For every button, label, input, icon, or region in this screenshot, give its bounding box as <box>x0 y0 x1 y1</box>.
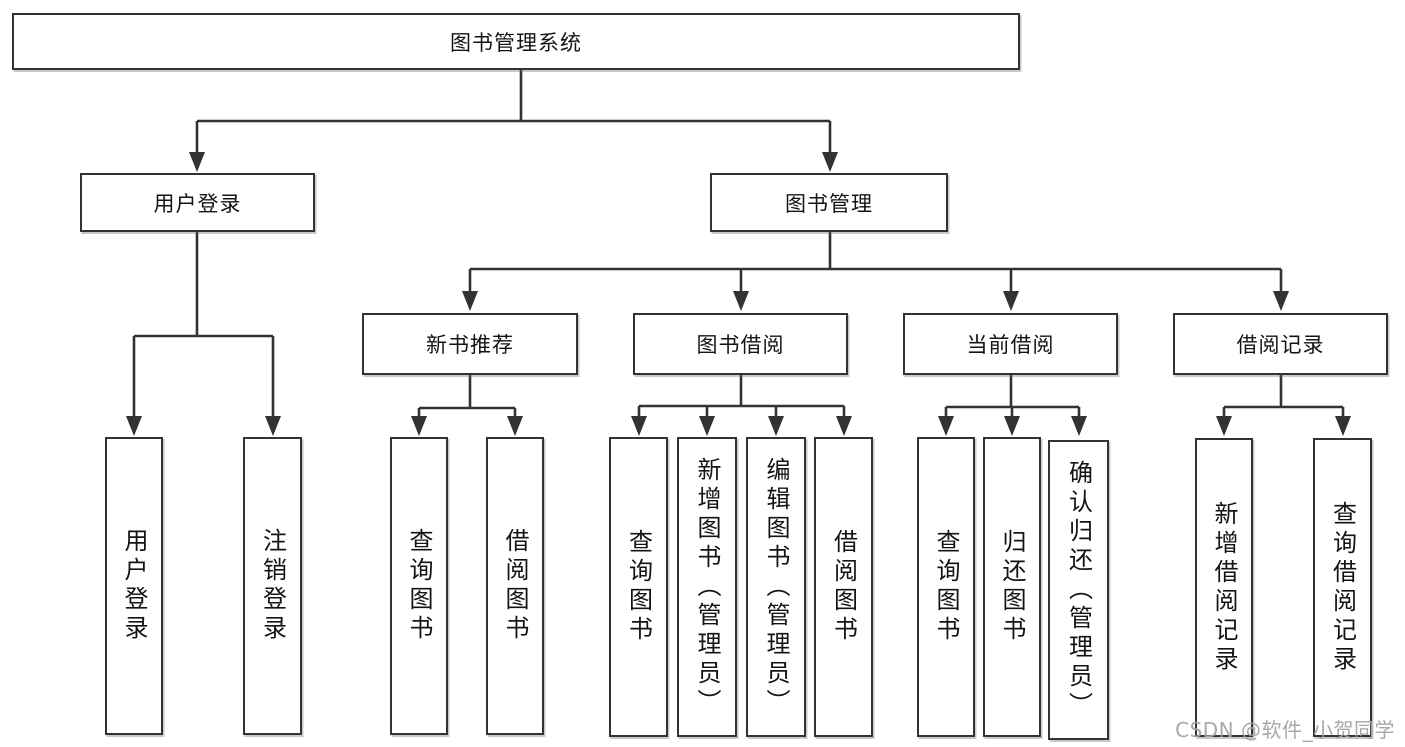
node-label: 查询借阅记录 <box>1328 500 1357 675</box>
leaf-borrow-books-recommend: 借阅图书 <box>486 437 544 735</box>
node-label: 借阅图书 <box>829 529 858 645</box>
node-borrowing-records: 借阅记录 <box>1173 313 1388 375</box>
leaf-user-login: 用户登录 <box>105 437 163 735</box>
leaf-return-books: 归还图书 <box>983 437 1041 737</box>
node-label: 新增借阅记录 <box>1210 500 1238 675</box>
node-book-management: 图书管理 <box>710 173 948 232</box>
node-label: 借阅记录 <box>1236 333 1325 357</box>
connector-book-borrowing-to-leaves <box>637 375 846 419</box>
leaf-add-book-admin: 新增图书（管理员） <box>677 437 737 737</box>
leaf-confirm-return-admin: 确认归还（管理员） <box>1048 440 1109 740</box>
leaf-edit-book-admin: 编辑图书（管理员） <box>746 437 806 737</box>
node-label: 图书借阅 <box>696 333 785 357</box>
node-label: 查询图书 <box>624 529 653 645</box>
node-label: 注销登录 <box>258 528 287 644</box>
node-label: 查询图书 <box>405 528 433 644</box>
node-label: 新增图书（管理员） <box>693 456 721 718</box>
node-new-book-recommend: 新书推荐 <box>362 313 578 375</box>
node-label: 归还图书 <box>998 529 1026 645</box>
node-label: 用户登录 <box>120 528 148 644</box>
node-book-borrowing: 图书借阅 <box>633 313 848 375</box>
node-label: 新书推荐 <box>426 333 514 357</box>
node-label: 用户登录 <box>153 191 242 216</box>
node-label: 图书管理 <box>785 191 873 216</box>
leaf-borrow-books-borrowing: 借阅图书 <box>814 437 873 737</box>
connector-book-management-to-level2 <box>468 232 1283 294</box>
node-user-login: 用户登录 <box>80 173 315 232</box>
arrowheads <box>126 152 1351 436</box>
node-label: 当前借阅 <box>966 333 1055 357</box>
node-current-borrowing: 当前借阅 <box>903 313 1118 375</box>
leaf-query-books-recommend: 查询图书 <box>390 437 448 735</box>
node-label: 确认归还（管理员） <box>1064 459 1093 721</box>
node-label: 编辑图书（管理员） <box>762 456 790 718</box>
connector-current-borrowing-to-leaves <box>944 375 1081 419</box>
leaf-add-borrow-record: 新增借阅记录 <box>1195 438 1253 737</box>
node-label: 图书管理系统 <box>450 30 582 55</box>
node-label: 查询图书 <box>932 529 960 645</box>
watermark: CSDN @软件_小贺同学 <box>1175 718 1395 742</box>
connector-root-to-level1 <box>195 68 832 154</box>
connector-user-login-to-leaves <box>132 232 275 418</box>
leaf-logout: 注销登录 <box>243 437 302 735</box>
connector-borrowing-records-to-leaves <box>1222 375 1345 420</box>
leaf-query-books-borrowing: 查询图书 <box>609 437 668 737</box>
leaf-query-books-current: 查询图书 <box>917 437 975 737</box>
node-label: 借阅图书 <box>501 528 529 644</box>
connector-new-book-recommend-to-leaves <box>417 375 517 419</box>
leaf-query-borrow-record: 查询借阅记录 <box>1313 438 1372 737</box>
node-book-management-system: 图书管理系统 <box>12 13 1020 70</box>
